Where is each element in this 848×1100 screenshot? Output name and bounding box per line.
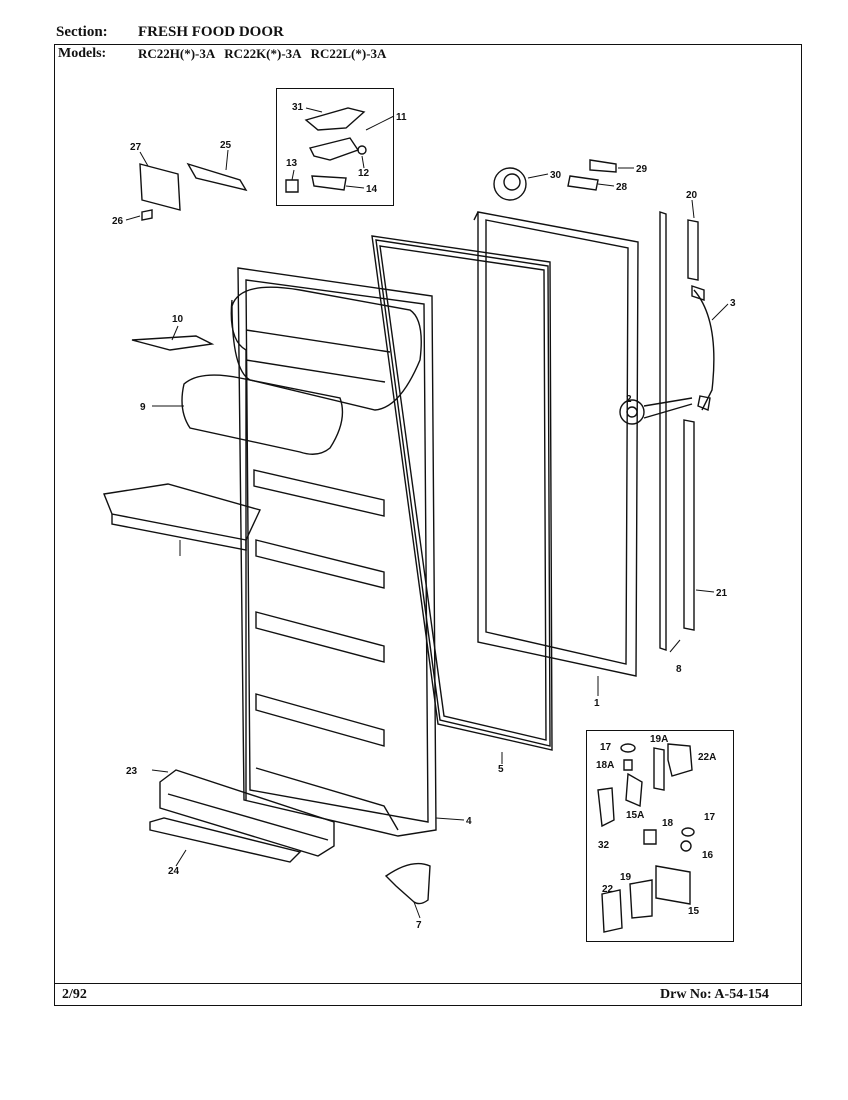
revision-date: 2/92 xyxy=(62,987,87,1002)
callout-19a: 19A xyxy=(650,734,668,745)
callout-8: 8 xyxy=(676,664,682,675)
callout-17: 17 xyxy=(600,742,612,753)
callout-18a: 18A xyxy=(596,760,614,771)
hinge-22 xyxy=(601,889,623,933)
dairy-hinge-bracket xyxy=(131,335,215,351)
bushing-16 xyxy=(680,840,692,852)
pin-18 xyxy=(643,829,657,845)
callout-4: 4 xyxy=(466,816,472,827)
callout-12: 12 xyxy=(358,168,370,179)
plate-28 xyxy=(567,175,599,191)
callout-13: 13 xyxy=(286,158,298,169)
callout-16: 16 xyxy=(702,850,714,861)
hinge-19 xyxy=(629,879,653,919)
drawing-frame xyxy=(54,44,802,1006)
egg-tray xyxy=(103,483,261,541)
callout-19: 19 xyxy=(620,872,632,883)
callout-26: 26 xyxy=(112,216,124,227)
callout-20: 20 xyxy=(686,190,698,201)
callout-32: 32 xyxy=(598,840,610,851)
section-label: Section: xyxy=(56,24,108,40)
closer-bracket-27 xyxy=(139,163,181,211)
door-gasket xyxy=(371,235,553,751)
closer-cam-25 xyxy=(186,162,248,192)
callout-21: 21 xyxy=(716,588,728,599)
liner-shelf-3 xyxy=(255,611,385,663)
hinge-32 xyxy=(597,787,615,828)
bin-trim-strip xyxy=(149,817,302,863)
models-list: RC22H(*)-3A RC22K(*)-3A RC22L(*)-3A xyxy=(138,46,387,61)
hinge-pin-18a xyxy=(623,759,633,771)
washer-12 xyxy=(357,145,367,155)
callout-22: 22 xyxy=(602,884,614,895)
callout-3: 3 xyxy=(730,298,736,309)
hinge-15a xyxy=(625,772,643,808)
hinge-15 xyxy=(655,865,691,905)
trim-strip-20 xyxy=(687,219,699,281)
callout-15a: 15A xyxy=(626,810,644,821)
spacer-19a xyxy=(653,747,665,791)
clip-26 xyxy=(141,209,153,221)
drawing-number: Drw No: A-54-154 xyxy=(660,987,769,1002)
liner-shelf-2 xyxy=(255,539,385,589)
callout-7: 7 xyxy=(416,920,422,931)
callout-23: 23 xyxy=(126,766,138,777)
hinge-plate-11 xyxy=(308,137,360,161)
bracket-22a xyxy=(667,743,693,777)
bottom-door-bin xyxy=(159,769,335,857)
callout-11: 11 xyxy=(396,112,407,123)
callout-22a: 22A xyxy=(698,752,716,763)
shim-14 xyxy=(311,175,347,191)
callout-27: 27 xyxy=(130,142,142,153)
trim-strip-21 xyxy=(683,419,695,631)
callout-2: 2 xyxy=(626,394,632,405)
callout-25: 25 xyxy=(220,140,232,151)
footer-divider xyxy=(54,983,802,984)
handle-fastener xyxy=(619,399,645,425)
cover-31 xyxy=(304,107,366,131)
inset-box-hinge xyxy=(586,730,734,942)
bottom-bracket xyxy=(384,862,431,905)
callout-29: 29 xyxy=(636,164,648,175)
callout-9: 9 xyxy=(140,402,146,413)
door-outer-panel xyxy=(477,211,639,677)
trim-strip-8 xyxy=(659,211,667,651)
grommet-30 xyxy=(493,167,527,201)
models-label: Models: xyxy=(58,46,107,61)
washer-17b xyxy=(681,827,695,837)
callout-10: 10 xyxy=(172,314,184,325)
callout-30: 30 xyxy=(550,170,562,181)
callout-24: 24 xyxy=(168,866,180,877)
callout-28: 28 xyxy=(616,182,628,193)
cap-29 xyxy=(589,159,617,173)
callout-14: 14 xyxy=(366,184,378,195)
callout-18: 18 xyxy=(662,818,674,829)
inset-box-top xyxy=(276,88,394,206)
callout-5: 5 xyxy=(498,764,504,775)
callout-31: 31 xyxy=(292,102,304,113)
washer-17a xyxy=(620,743,636,753)
liner-shelf-4 xyxy=(255,693,385,747)
liner-shelf-1 xyxy=(253,469,385,517)
dairy-door-cover xyxy=(181,374,344,455)
door-handle xyxy=(693,289,715,411)
section-title: FRESH FOOD DOOR xyxy=(138,24,284,40)
callout-15: 15 xyxy=(688,906,700,917)
door-liner xyxy=(237,267,437,837)
callout-1: 1 xyxy=(594,698,600,709)
callout-17: 17 xyxy=(704,812,716,823)
screw-13 xyxy=(285,179,299,193)
